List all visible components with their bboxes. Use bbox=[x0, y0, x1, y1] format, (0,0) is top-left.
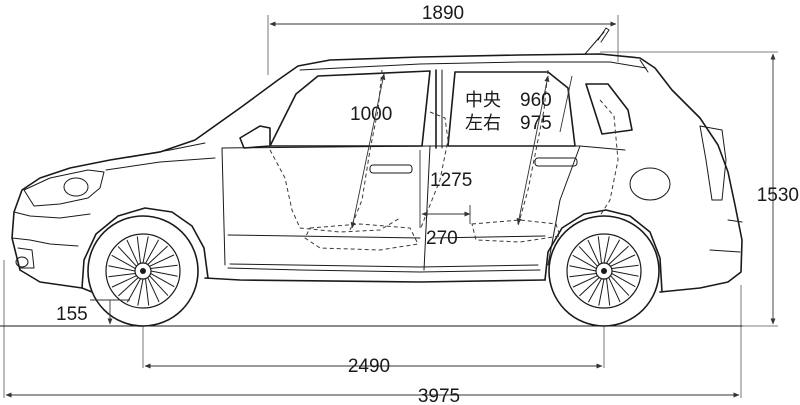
dimension-lines bbox=[5, 21, 776, 398]
clearance-label: 155 bbox=[56, 304, 88, 325]
wheel-spoke bbox=[147, 277, 160, 303]
wheel-spoke bbox=[137, 278, 144, 306]
wheelbase-label: 2490 bbox=[348, 356, 390, 377]
wheel-spoke bbox=[578, 246, 598, 267]
tail-light bbox=[699, 125, 727, 201]
wheel-spoke bbox=[149, 254, 175, 267]
wheel-spoke bbox=[108, 272, 136, 278]
wheel-spoke bbox=[149, 275, 169, 296]
rocker-line bbox=[204, 277, 546, 283]
wheel-spoke bbox=[145, 239, 160, 264]
car-body bbox=[11, 27, 743, 293]
wheel-spoke bbox=[605, 278, 611, 306]
wheel-spoke bbox=[587, 278, 602, 303]
rear-wheel bbox=[548, 215, 660, 327]
wheel-spoke bbox=[610, 275, 630, 296]
wheel-spoke bbox=[610, 254, 636, 267]
side-mirror bbox=[239, 125, 271, 149]
seat-spacing-label: 270 bbox=[426, 228, 458, 249]
wheel-spoke bbox=[150, 273, 175, 288]
body-outline bbox=[11, 53, 743, 293]
wheel-spoke bbox=[603, 236, 610, 264]
interior-seats bbox=[269, 69, 619, 251]
wheel-spoke bbox=[572, 275, 598, 288]
quarter-window bbox=[585, 83, 633, 135]
front-headroom-label: 1000 bbox=[350, 104, 392, 125]
rear-headroom-center-label: 中央 bbox=[465, 90, 501, 111]
dimension-labels: 1890 1530 2490 3975 155 1000 1275 270 中央… bbox=[56, 3, 799, 405]
wheel-spoke bbox=[611, 273, 636, 288]
wheel-spoke bbox=[147, 245, 168, 265]
wheel-spoke bbox=[611, 270, 639, 277]
fuel-cap bbox=[629, 167, 671, 201]
wheel-spoke bbox=[606, 239, 621, 264]
wheel-spoke bbox=[598, 278, 605, 306]
wheel-spoke bbox=[142, 236, 149, 264]
front-wheel-arch bbox=[81, 207, 209, 289]
interior-height-label: 1275 bbox=[430, 170, 472, 191]
wheel-spoke bbox=[126, 239, 139, 265]
wheel-spoke bbox=[117, 246, 137, 267]
wheel-spoke bbox=[572, 254, 597, 269]
headlight bbox=[23, 169, 105, 207]
rear-wheel-arch bbox=[544, 209, 663, 293]
front-wheel bbox=[87, 215, 199, 327]
wheel-spoke bbox=[150, 264, 178, 270]
rear-headroom-center-value: 960 bbox=[520, 90, 552, 111]
wheel-spoke bbox=[579, 277, 600, 297]
wheel-spoke bbox=[597, 236, 603, 264]
wheel-spoke bbox=[587, 239, 600, 265]
width-label: 1890 bbox=[422, 3, 464, 24]
front-headroom-line bbox=[350, 73, 386, 229]
wheel-spoke bbox=[608, 277, 621, 303]
front-door-handle bbox=[369, 164, 413, 174]
rear-headroom-line bbox=[516, 75, 550, 225]
height-label: 1530 bbox=[757, 185, 799, 206]
length-label: 3975 bbox=[418, 386, 460, 405]
wheel-spoke bbox=[150, 270, 178, 277]
wheel-spoke bbox=[569, 265, 597, 272]
wheel-spoke bbox=[111, 254, 136, 269]
rear-headroom-label: 中央 960 左右 975 bbox=[465, 90, 552, 134]
wheel-spoke bbox=[144, 278, 150, 306]
wheel-spoke bbox=[611, 264, 639, 270]
front-bumper bbox=[19, 269, 93, 293]
wheel-spoke bbox=[126, 278, 141, 303]
wheel-spoke bbox=[569, 272, 597, 278]
rear-door-handle bbox=[534, 157, 578, 167]
wheel-spoke bbox=[136, 236, 142, 264]
rear-headroom-sides-label: 左右 bbox=[465, 113, 501, 134]
wheel-spoke bbox=[608, 245, 629, 265]
wheel-spoke bbox=[118, 277, 139, 297]
rear-headroom-sides-value: 975 bbox=[520, 113, 552, 134]
wheel-spoke bbox=[108, 265, 136, 272]
wheel-spoke bbox=[111, 275, 137, 288]
